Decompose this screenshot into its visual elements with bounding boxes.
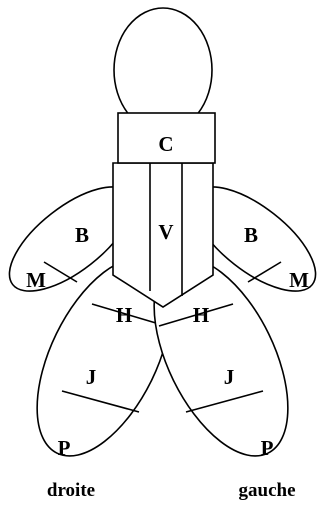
- neck-label: C: [158, 132, 173, 156]
- left-hand-label: M: [26, 268, 46, 292]
- caption-right: gauche: [239, 480, 296, 501]
- right-upper-arm-label: B: [244, 223, 258, 247]
- right-thigh-label: J: [224, 365, 235, 389]
- right-foot-label: P: [261, 436, 274, 460]
- left-hip-label: H: [116, 303, 132, 327]
- left-upper-arm-label: B: [75, 223, 89, 247]
- left-thigh-label: J: [86, 365, 97, 389]
- right-hip-label: H: [193, 303, 209, 327]
- right-hand-label: M: [289, 268, 309, 292]
- left-foot-label: P: [58, 436, 71, 460]
- torso-label: V: [158, 220, 173, 244]
- caption-left: droite: [47, 480, 95, 501]
